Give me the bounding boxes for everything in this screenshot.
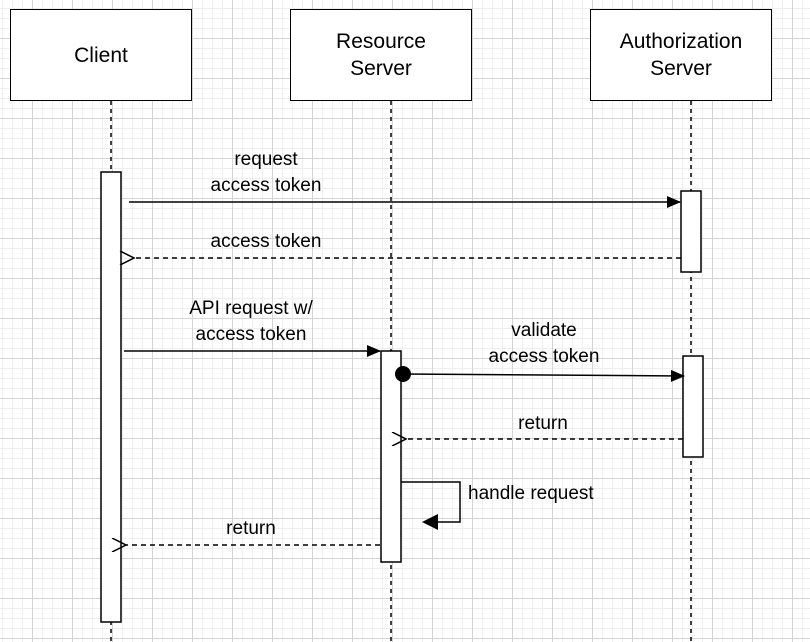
resource-server-participant-box: Resource Server: [290, 9, 472, 101]
handle-request-arrowhead: [422, 514, 438, 530]
participant-label: Server: [650, 57, 712, 80]
client-participant-box: Client: [10, 9, 192, 101]
resource-activation-bar: [380, 350, 402, 563]
participant-label: Authorization: [619, 30, 743, 53]
participant-label: Server: [350, 57, 412, 80]
validate-label: validate access token: [488, 320, 600, 367]
access-token-label: access token: [210, 231, 322, 252]
auth-return-label: return: [518, 413, 568, 434]
authorization-server-participant-box: Authorization Server: [590, 9, 772, 101]
auth-activation-bar-1: [680, 190, 702, 273]
request-token-label: request access token: [210, 149, 322, 196]
handle-request-label: handle request: [468, 483, 594, 504]
participant-label: Client: [74, 43, 128, 67]
api-request-label: API request w/ access token: [189, 298, 313, 345]
auth-activation-bar-2: [682, 355, 704, 458]
validate-arrow: [402, 369, 685, 382]
handle-request-arrow: [401, 481, 461, 523]
client-return-label: return: [226, 518, 276, 539]
client-activation-bar: [100, 171, 122, 623]
participant-label: Resource: [336, 30, 426, 53]
